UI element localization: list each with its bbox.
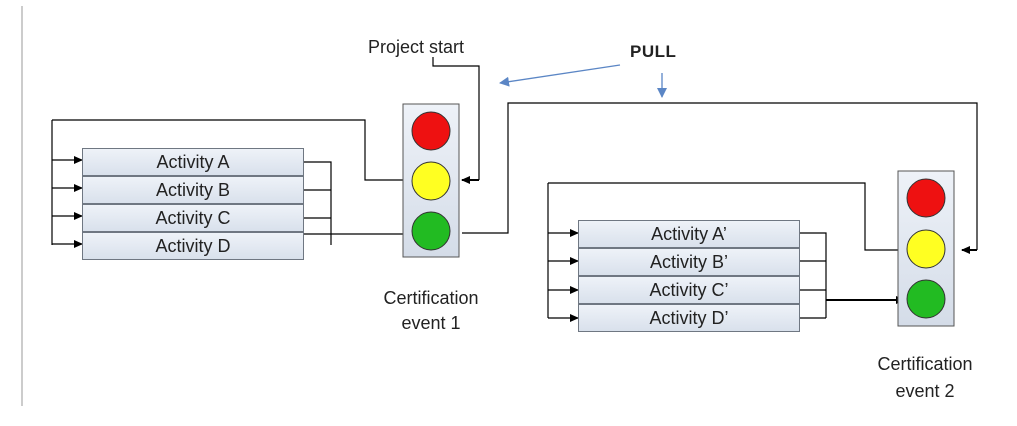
activity-box-b: Activity B: [82, 176, 304, 204]
pull-arrow-left: [499, 64, 621, 87]
activity-box-b-prime: Activity B’: [578, 248, 800, 276]
activity-box-d-prime: Activity D’: [578, 304, 800, 332]
activity-box-c-prime: Activity C’: [578, 276, 800, 304]
activity-box-a: Activity A: [82, 148, 304, 176]
activity-box-d: Activity D: [82, 232, 304, 260]
activity-box-a-prime: Activity A’: [578, 220, 800, 248]
certification-event-1-label-line2: event 1: [401, 313, 461, 333]
certification-event-2-label-line2: event 2: [895, 381, 955, 401]
traffic-light-1-red-lamp: [411, 111, 451, 151]
activity-box-c: Activity C: [82, 204, 304, 232]
traffic-light-1-yellow-lamp: [411, 161, 451, 201]
traffic-light-2-red-lamp: [906, 178, 946, 218]
traffic-light-2-green-lamp: [906, 279, 946, 319]
traffic-light-2: [897, 170, 955, 327]
traffic-light-1: [402, 103, 460, 258]
project-start-label: Project start: [368, 37, 465, 57]
group2-connectors: [547, 182, 905, 322]
pull-arrows: [499, 64, 667, 98]
group1-connectors: [51, 57, 978, 254]
certification-event-1-label-line1: Certification: [383, 288, 479, 308]
certification-event-2-label-line1: Certification: [877, 354, 973, 374]
traffic-light-1-green-lamp: [411, 211, 451, 251]
pull-label: PULL: [630, 42, 677, 61]
traffic-light-2-yellow-lamp: [906, 229, 946, 269]
